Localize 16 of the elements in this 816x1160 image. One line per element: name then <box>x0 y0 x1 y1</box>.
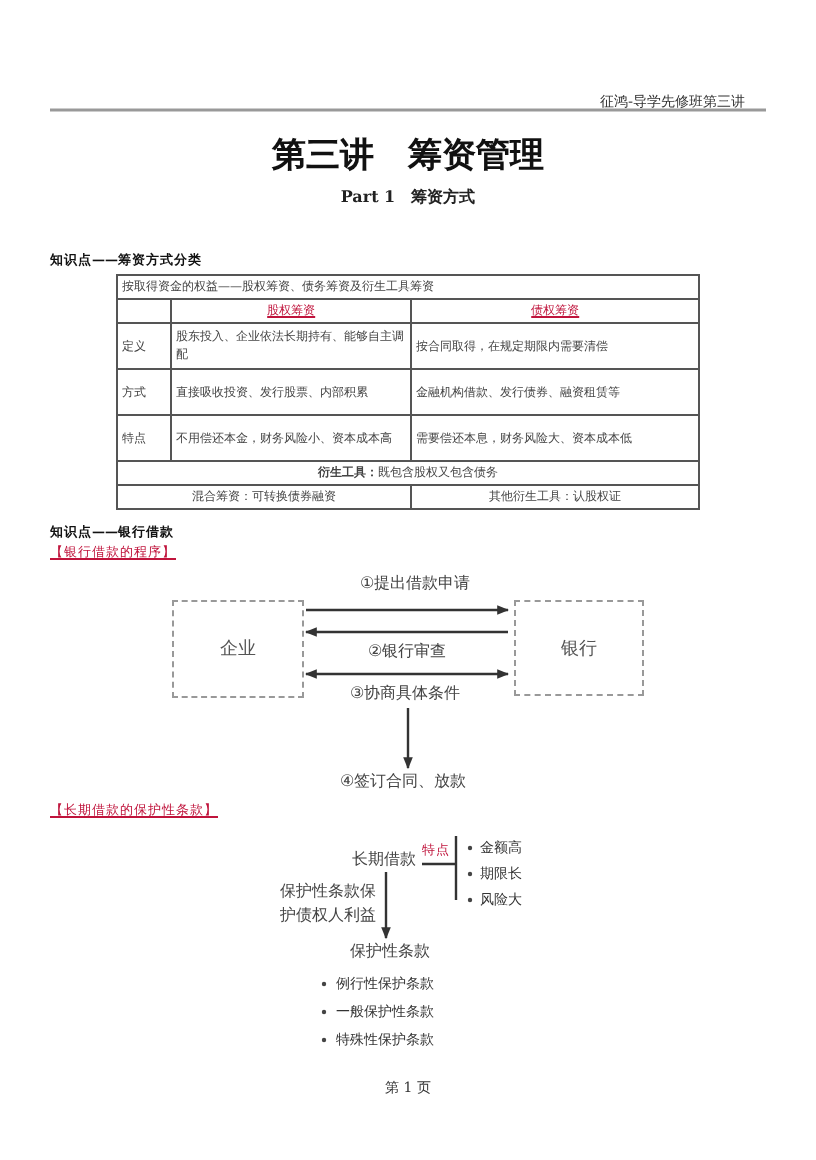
edge-label: 保护性条款保护债权人利益 <box>280 880 380 928</box>
dashed-box: 企业 <box>172 600 304 698</box>
node-text: 长期借款 <box>352 848 416 870</box>
edge-label: ②银行审查 <box>368 640 447 662</box>
edge-label: ③协商具体条件 <box>350 682 461 704</box>
edge-label: ①提出借款申请 <box>360 572 471 594</box>
arrow <box>306 605 510 615</box>
page-title: 第三讲 筹资管理 <box>270 134 546 178</box>
node-text: ④签订合同、放款 <box>340 770 467 792</box>
arrow <box>304 669 510 679</box>
arrow <box>304 627 508 637</box>
arrow <box>403 708 413 770</box>
section-heading: Part 1 筹资方式 <box>338 186 478 208</box>
node-text: 保护性条款 <box>350 940 430 962</box>
arrow <box>381 872 391 940</box>
dashed-box: 银行 <box>514 600 644 696</box>
